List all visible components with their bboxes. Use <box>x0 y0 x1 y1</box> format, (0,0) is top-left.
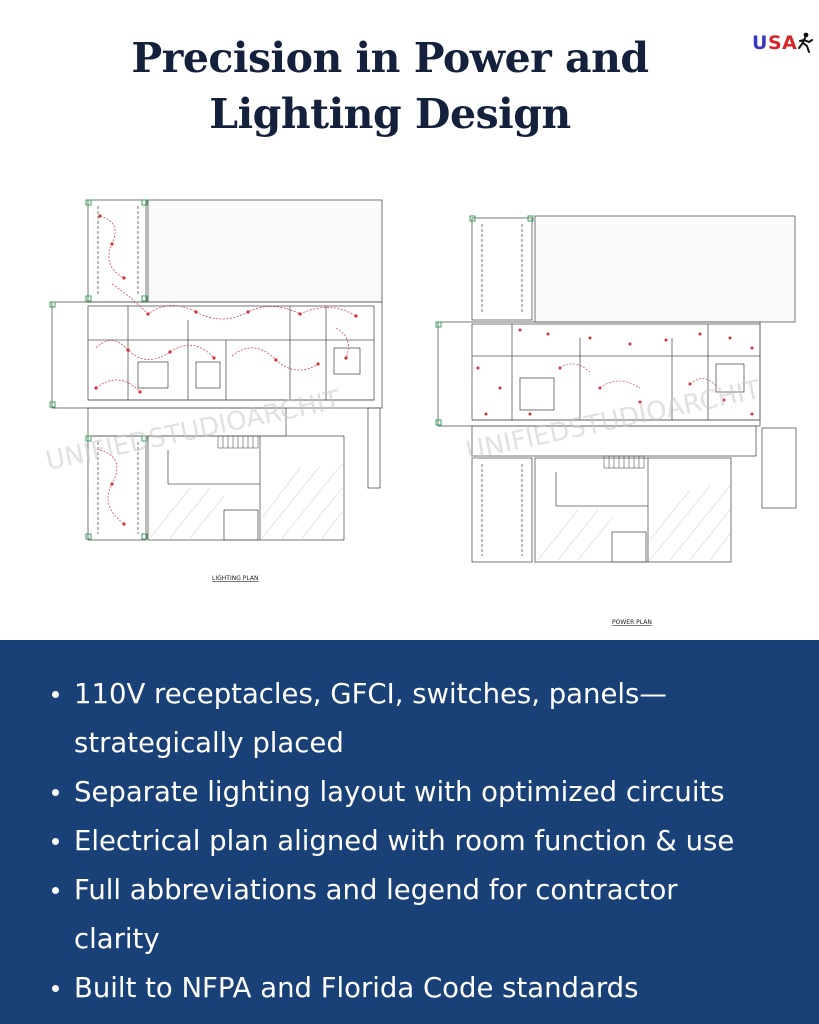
power-plan-label: POWER PLAN <box>612 619 652 626</box>
features-panel: 110V receptacles, GFCI, switches, panels… <box>0 640 819 1024</box>
power-plan-drawing <box>437 215 797 563</box>
lighting-plan-label: LIGHTING PLAN <box>212 575 258 582</box>
lighting-plan-fixtures <box>94 214 358 526</box>
feature-item: Separate lighting layout with optimized … <box>0 768 819 817</box>
bullet-dot <box>52 789 59 796</box>
logo-letters-sa: SA <box>767 32 798 54</box>
power-plan-switch-legs <box>559 363 717 389</box>
page-title: Precision in Power and Lighting Design <box>0 30 780 142</box>
usa-logo: USA <box>752 30 814 60</box>
page-title-line-1: Precision in Power and <box>131 34 649 82</box>
feature-item: 110V receptacles, GFCI, switches, panels… <box>0 670 819 768</box>
runner-icon <box>798 32 813 53</box>
bullet-dot <box>52 691 59 698</box>
watermark-right: UNIFIEDSTUDIOARCHIT <box>463 375 763 467</box>
features-list: 110V receptacles, GFCI, switches, panels… <box>0 670 819 1013</box>
power-plan-markers <box>435 215 534 426</box>
logo-letter-u: U <box>752 32 768 54</box>
bullet-dot <box>52 985 59 992</box>
feature-item: Electrical plan aligned with room functi… <box>0 817 819 866</box>
bullet-dot <box>52 887 59 894</box>
lighting-plan-drawing <box>51 199 383 541</box>
page-title-line-2: Lighting Design <box>209 90 571 138</box>
feature-item: Full abbreviations and legend for contra… <box>0 866 819 964</box>
bullet-dot <box>52 838 59 845</box>
floor-plans: LIGHTING PLAN <box>43 199 797 626</box>
lighting-plan-markers <box>49 199 148 540</box>
feature-item: Built to NFPA and Florida Code standards <box>0 964 819 1013</box>
